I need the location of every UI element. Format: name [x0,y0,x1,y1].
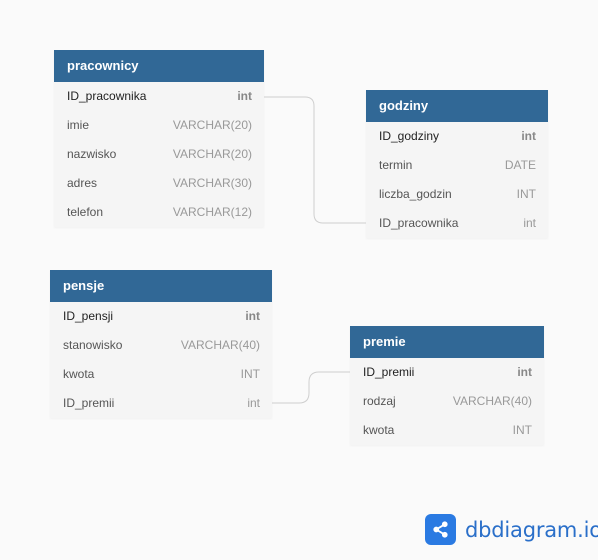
column-type: VARCHAR(30) [172,176,252,190]
column-name: ID_premii [363,365,415,379]
table-premie[interactable]: premie ID_premii int rodzaj VARCHAR(40) … [350,326,544,445]
table-row[interactable]: ID_premii int [350,358,544,387]
table-row[interactable]: liczba_godzin INT [366,180,548,209]
table-row[interactable]: ID_pracownika int [366,209,548,238]
column-type: VARCHAR(20) [172,147,252,161]
column-name: stanowisko [63,338,123,352]
column-type: int [237,89,252,103]
table-row[interactable]: nazwisko VARCHAR(20) [54,140,264,169]
table-header[interactable]: pracownicy [54,50,264,82]
table-row[interactable]: ID_premii int [50,389,272,418]
column-name: ID_premii [63,396,115,410]
table-row[interactable]: telefon VARCHAR(12) [54,198,264,227]
column-name: ID_pracownika [379,216,459,230]
column-name: rodzaj [363,394,396,408]
table-row[interactable]: kwota INT [50,360,272,389]
column-type: INT [512,423,532,437]
table-row[interactable]: kwota INT [350,416,544,445]
column-name: telefon [67,205,104,219]
relation-pensje-premie[interactable] [272,371,350,404]
table-pensje[interactable]: pensje ID_pensji int stanowisko VARCHAR(… [50,270,272,418]
table-row[interactable]: rodzaj VARCHAR(40) [350,387,544,416]
table-row[interactable]: stanowisko VARCHAR(40) [50,331,272,360]
table-row[interactable]: termin DATE [366,151,548,180]
table-row[interactable]: adres VARCHAR(30) [54,169,264,198]
column-type: int [247,396,260,410]
column-name: ID_pracownika [67,89,147,103]
table-row[interactable]: ID_pensji int [50,302,272,331]
brand-logo[interactable]: dbdiagram.io [425,514,598,545]
column-name: adres [67,176,98,190]
relation-pracownicy-godziny[interactable] [264,96,366,224]
column-name: ID_godziny [379,129,440,143]
column-type: VARCHAR(40) [452,394,532,408]
column-type: int [245,309,260,323]
column-type: int [517,365,532,379]
table-pracownicy[interactable]: pracownicy ID_pracownika int imie VARCHA… [54,50,264,227]
column-name: kwota [63,367,95,381]
column-type: int [523,216,536,230]
column-name: termin [379,158,413,172]
brand-name: dbdiagram.io [465,517,598,542]
table-godziny[interactable]: godziny ID_godziny int termin DATE liczb… [366,90,548,238]
table-header[interactable]: premie [350,326,544,358]
column-type: int [521,129,536,143]
column-name: liczba_godzin [379,187,452,201]
share-icon [425,514,456,545]
table-header[interactable]: godziny [366,90,548,122]
column-name: kwota [363,423,395,437]
column-type: INT [516,187,536,201]
column-name: imie [67,118,90,132]
column-type: DATE [504,158,536,172]
column-name: ID_pensji [63,309,114,323]
table-row[interactable]: ID_pracownika int [54,82,264,111]
column-type: VARCHAR(40) [180,338,260,352]
column-type: VARCHAR(12) [172,205,252,219]
table-row[interactable]: ID_godziny int [366,122,548,151]
table-header[interactable]: pensje [50,270,272,302]
column-type: INT [240,367,260,381]
column-name: nazwisko [67,147,117,161]
column-type: VARCHAR(20) [172,118,252,132]
table-row[interactable]: imie VARCHAR(20) [54,111,264,140]
